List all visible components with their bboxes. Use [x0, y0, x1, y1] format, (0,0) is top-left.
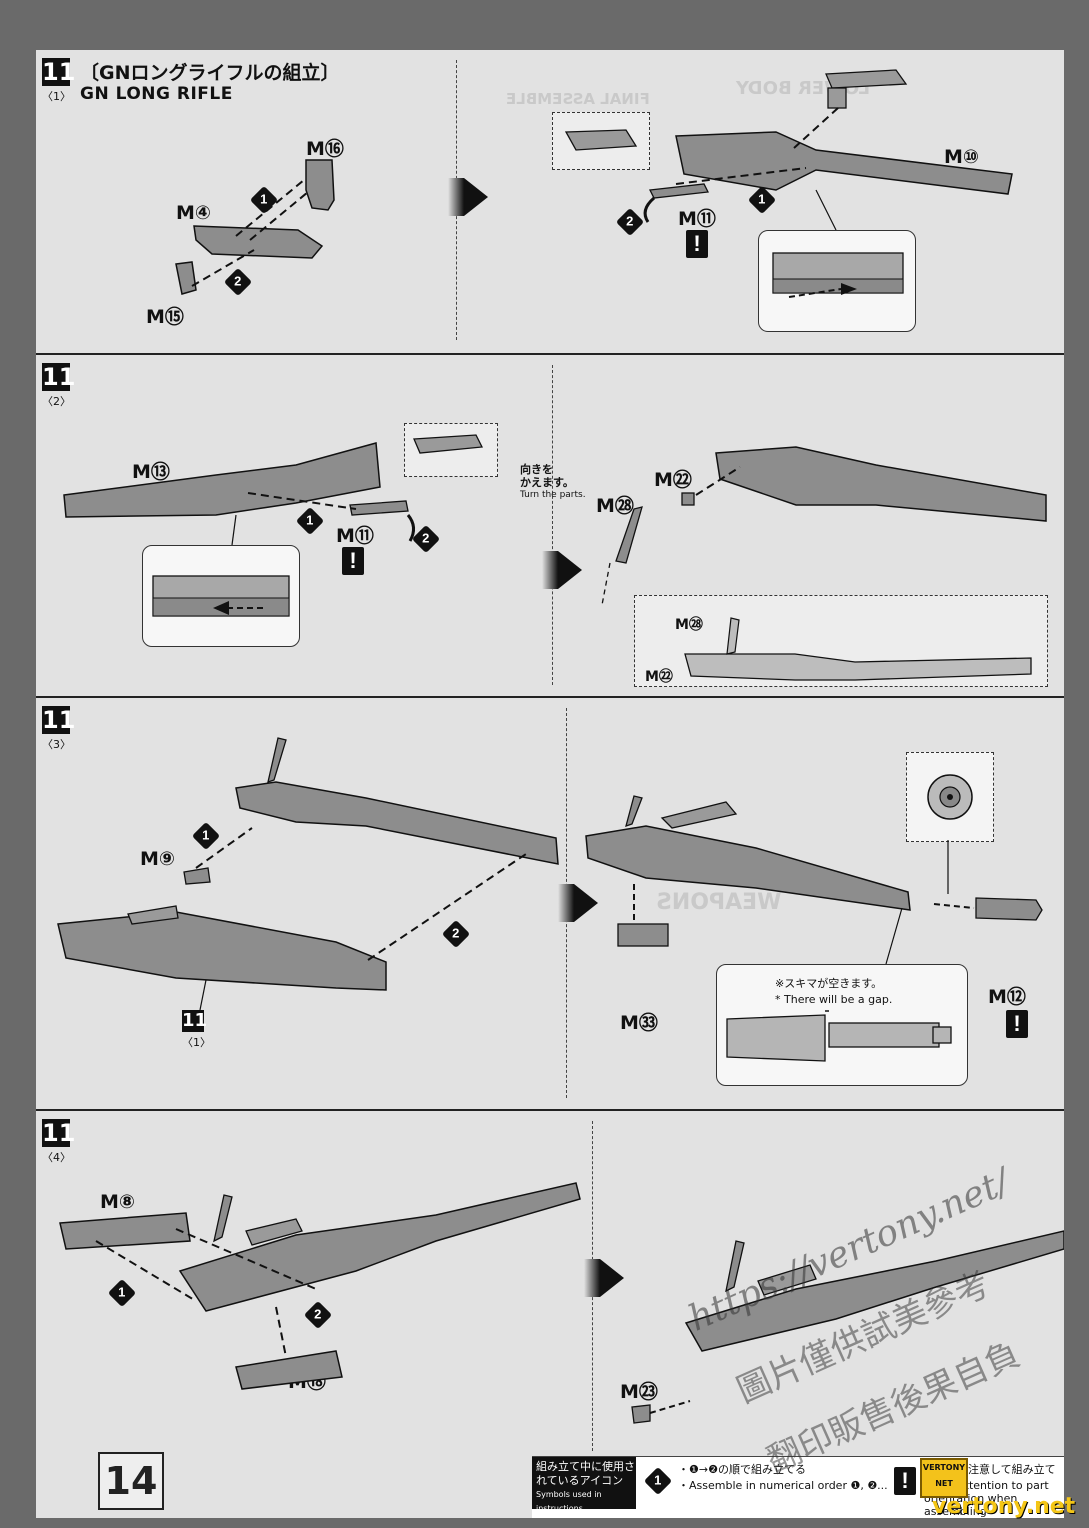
legend-order-jp: ・❶→❷の順で組み立てる [678, 1463, 806, 1476]
caution-icon: ! [894, 1467, 916, 1495]
part-label: M⑩ [944, 146, 979, 168]
step-11-4-diagram-left [59, 1182, 581, 1390]
step-11-4-diagram-right [631, 1230, 1064, 1424]
next-arrow-icon [542, 551, 582, 589]
turn-note-en: Turn the parts. [520, 490, 586, 500]
step-number: 11 [42, 706, 76, 734]
part-label: M⑧ [100, 1191, 135, 1213]
detail-drawing [726, 1010, 952, 1062]
part-label: M㉘ [675, 617, 703, 633]
part-label: M㉝ [620, 1012, 658, 1034]
detail-inset: M㉘ M㉒ [634, 595, 1048, 687]
part-label: M⑫ [988, 986, 1026, 1008]
reference-step: 11 [182, 1010, 208, 1032]
legend-title-jp: 組み立て中に使用されているアイコン [536, 1460, 635, 1487]
turn-note-jp: 向きをかえます。 [520, 463, 574, 489]
detail-callout [758, 230, 916, 332]
step-number: 11 [42, 1119, 76, 1147]
vertony-badge: VERTONY NET [920, 1458, 968, 1498]
part-label: M⑪ [336, 525, 374, 547]
step-11-1-diagram-left [175, 159, 335, 295]
detail-callout [142, 545, 300, 647]
next-arrow-icon [558, 884, 598, 922]
step-11-1-diagram-right [564, 69, 1013, 231]
step-11-2: 11 〈2〉 M⑬ M⑪ ! 1 2 向きをかえます。 Turn the par… [36, 353, 1064, 695]
step-11-4: 11 〈4〉 M⑧ M⑱ 1 2 M㉓ [36, 1109, 1064, 1461]
part-label: M⑨ [140, 848, 175, 870]
legend-title-en: Symbols used in instructions [536, 1490, 602, 1513]
reference-substep: 〈1〉 [182, 1036, 211, 1049]
caution-icon: ! [1006, 1010, 1028, 1038]
detail-drawing [684, 617, 1032, 681]
gap-note-jp: ※スキマが空きます。 [775, 977, 883, 990]
section-title-en: GN LONG RIFLE [80, 84, 233, 104]
icon-legend: 組み立て中に使用されているアイコン Symbols used in instru… [532, 1456, 1064, 1518]
step-11-2-diagram-left [63, 434, 484, 546]
vertony-site: vertony.net [932, 1494, 1076, 1519]
instruction-page: FINAL ASSEMBLE LOWER BODY WEAPONS 11 〈1〉… [36, 50, 1064, 1518]
legend-title: 組み立て中に使用されているアイコン Symbols used in instru… [532, 1457, 636, 1513]
step-11-1: 11 〈1〉 〔GNロングライフルの組立〕 GN LONG RIFLE M⑯ M… [36, 50, 1064, 350]
step-11-3-diagram-right [585, 795, 1043, 965]
part-label: M⑮ [146, 306, 184, 328]
part-label: M㉘ [596, 495, 634, 517]
part-label: M⑯ [306, 138, 344, 160]
next-arrow-icon [448, 178, 488, 216]
section-title-jp: 〔GNロングライフルの組立〕 [80, 62, 340, 84]
detail-drawing [152, 575, 290, 617]
detail-inset [906, 752, 994, 842]
step-11-2-diagram-right [601, 446, 1047, 606]
order-icon: 1 [643, 1466, 673, 1496]
caution-icon: ! [686, 230, 708, 258]
step-number: 11 [42, 363, 76, 391]
substep-label: 〈4〉 [42, 1151, 71, 1164]
caution-icon: ! [342, 547, 364, 575]
page-number: 14 [98, 1452, 164, 1510]
detail-drawing [927, 774, 973, 820]
step-number: 11 [42, 58, 76, 86]
part-label: M㉒ [654, 469, 692, 491]
part-label: M㉓ [620, 1381, 658, 1403]
step-11-3-diagram-left [57, 737, 559, 1011]
part-label: M㉒ [645, 669, 673, 685]
substep-label: 〈3〉 [42, 738, 71, 751]
next-arrow-icon [584, 1259, 624, 1297]
part-label: M④ [176, 202, 211, 224]
gap-callout: ※スキマが空きます。 * There will be a gap. [716, 964, 968, 1086]
part-label: M⑬ [132, 461, 170, 483]
gap-note-en: * There will be a gap. [775, 993, 893, 1006]
part-label: M⑪ [678, 208, 716, 230]
legend-order-en: ・Assemble in numerical order ❶, ❷... [678, 1479, 888, 1492]
substep-label: 〈1〉 [42, 90, 71, 103]
column-divider [552, 365, 553, 685]
detail-drawing [772, 252, 904, 298]
substep-label: 〈2〉 [42, 395, 71, 408]
step-11-3: 11 〈3〉 M⑨ 1 2 11 〈1〉 M⑫ ! M㉝ [36, 696, 1064, 1108]
